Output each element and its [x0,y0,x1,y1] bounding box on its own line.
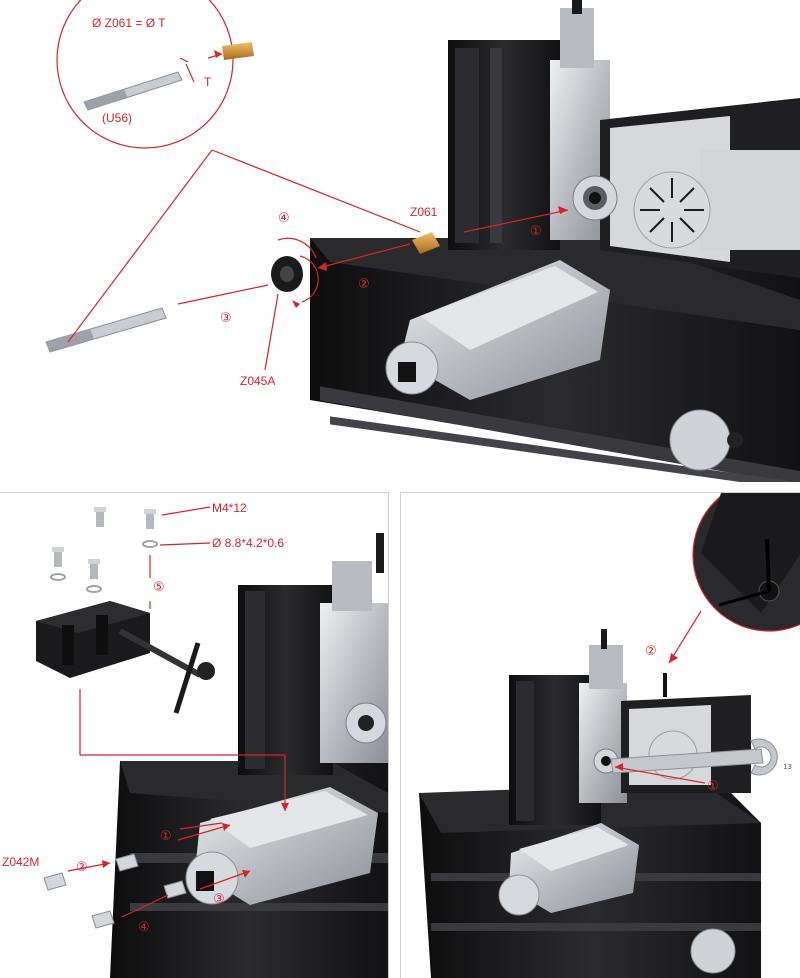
t-nuts-z042m [43,853,187,929]
step-1-marker: ① [530,224,542,239]
svg-text:Ø Z061 = Ø T: Ø Z061 = Ø T [92,16,166,30]
spindle [572,175,618,221]
label-z061: Z061 [410,205,438,219]
step-2-marker: ② [645,644,657,659]
spindle-lock-panel: 13 ① ② [400,492,800,978]
top-assembly-illustration: Ø Z061 = Ø T T (U56) Z061 Z045A ① ② ③ ④ [45,0,800,482]
label-screw-m4x12: M4*12 [212,501,247,515]
step-1-marker: ① [160,829,172,844]
headstock-motor [550,0,800,278]
screws-washers [50,507,158,593]
vertical-column [238,585,333,775]
label-washer-size: Ø 8.8*4.2*0.6 [212,536,284,550]
callout-circle [56,0,254,149]
step-3-marker: ③ [213,892,225,907]
annotation-leaders [67,506,289,918]
spindle-lock-illustration: 13 ① ② [419,493,800,978]
callout-part-label: (U56) [102,111,132,125]
headstock [320,533,388,763]
step-4-marker: ④ [278,211,290,226]
vertical-column [448,40,560,250]
step-2-marker: ② [76,860,88,875]
annotation-leaders [614,610,706,784]
end-mill-u56 [45,307,167,353]
lock-pin-callout [692,493,800,632]
cross-slide-table [498,823,736,974]
headstock-motor [579,629,751,803]
top-assembly-panel: Ø Z061 = Ø T T (U56) Z061 Z045A ① ② ③ ④ [0,0,800,482]
step-2-marker: ② [358,277,370,292]
collet-z061 [412,232,440,254]
step-1-marker: ① [707,779,719,794]
step-5-marker: ⑤ [153,580,165,595]
step-3-marker: ③ [220,311,232,326]
cross-slide-table [385,260,743,471]
label-z045a: Z045A [240,374,275,388]
label-tnut-z042m: Z042M [2,855,39,869]
spanner-wrench: 13 [610,738,792,776]
motor-fan-grille [633,171,711,249]
step-4-marker: ④ [138,920,150,935]
annotation-leaders [67,149,569,371]
vise-mounting-illustration: M4*12 Ø 8.8*4.2*0.6 Z042M ① ② ③ ④ ⑤ [2,501,388,978]
wrench-size-mark: 13 [783,763,792,771]
vise-mounting-panel: M4*12 Ø 8.8*4.2*0.6 Z042M ① ② ③ ④ ⑤ [0,492,389,978]
machine-vise [36,601,215,714]
collet-nut-z045a [271,256,303,292]
callout-formula: Ø Z061 = Ø T [92,16,166,30]
callout-t-label: T [204,75,212,89]
cross-slide-table [185,787,378,905]
